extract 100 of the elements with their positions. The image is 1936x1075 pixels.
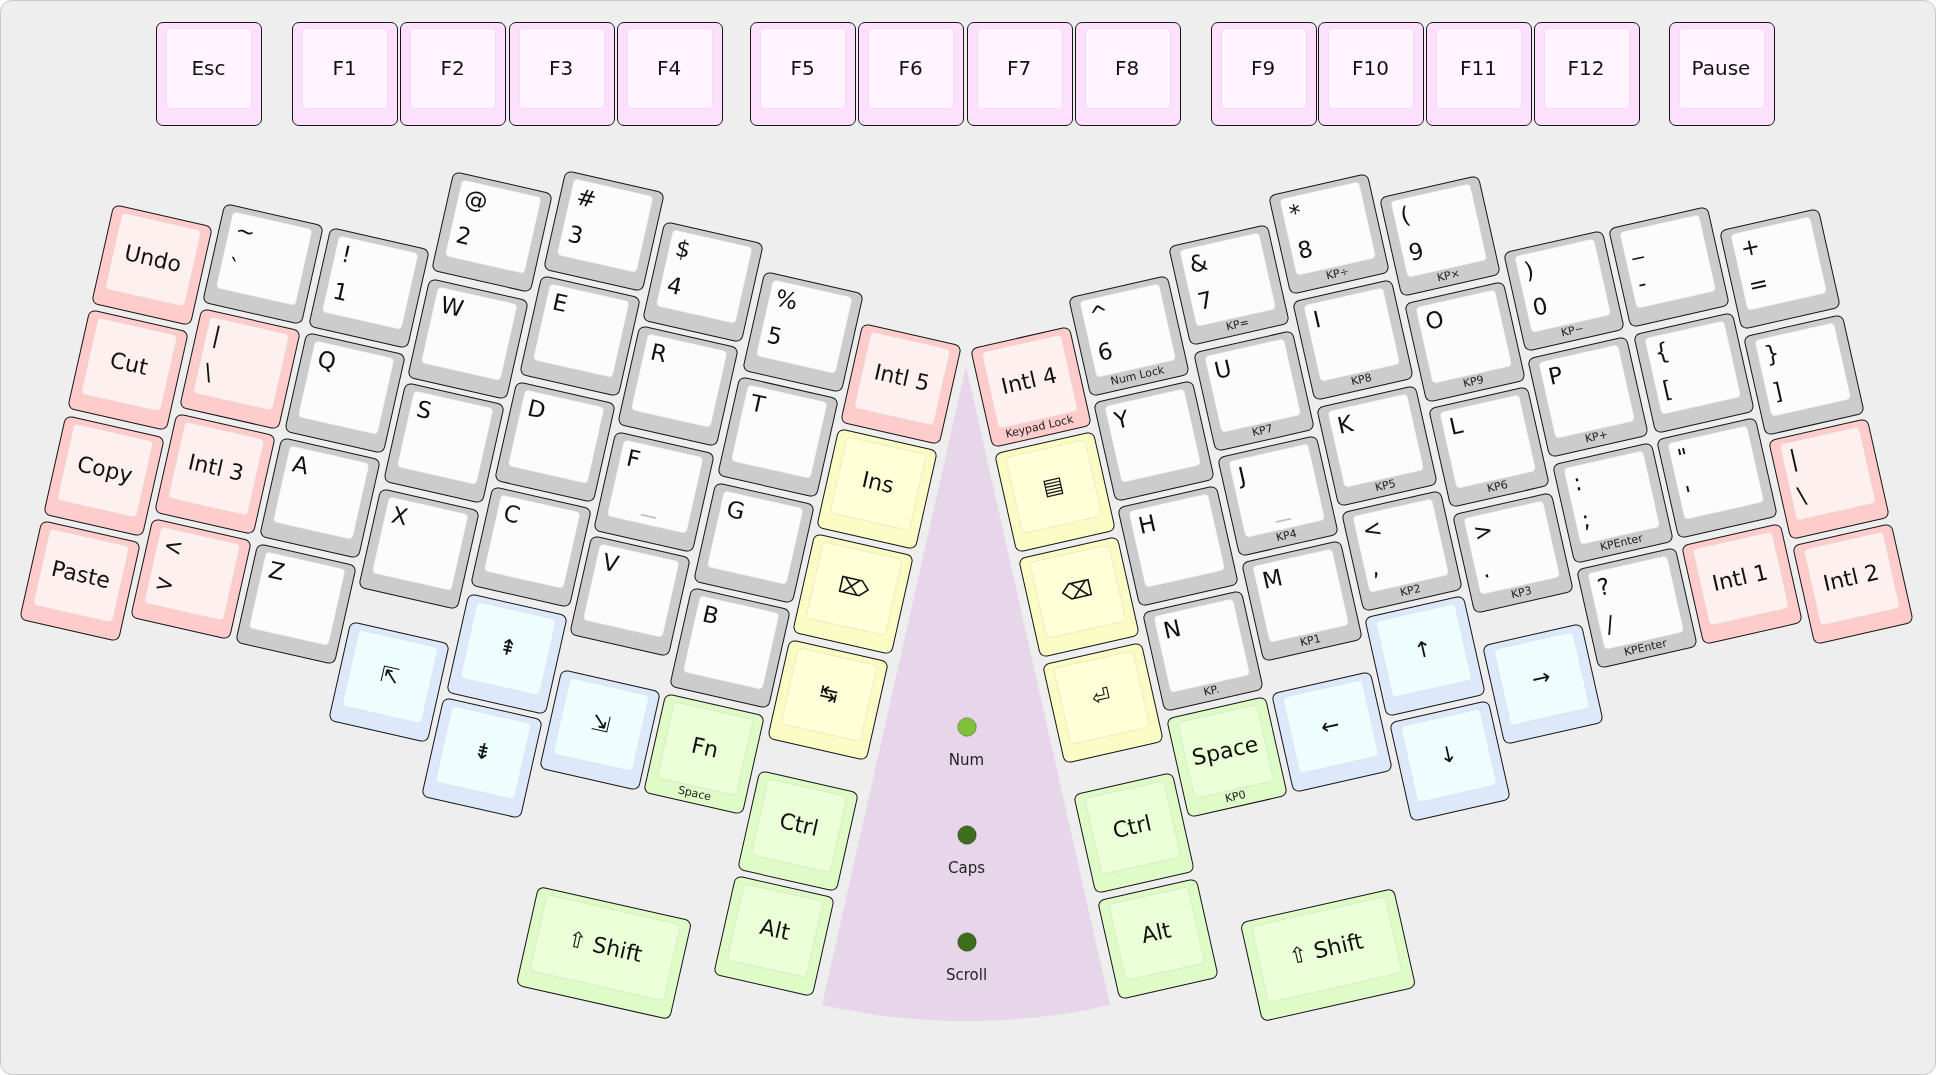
- key-legend: *: [1287, 201, 1304, 227]
- key-legend: →: [1529, 665, 1553, 691]
- key-legend: Ctrl: [1110, 812, 1154, 843]
- key-legend: F9: [1250, 57, 1276, 78]
- key-legend: ⇞: [496, 634, 519, 661]
- indicator-label: Scroll: [945, 968, 988, 983]
- key-legend: >: [1471, 517, 1496, 545]
- key-legend: Space: [1190, 733, 1261, 770]
- key-legend: ⌫: [1059, 576, 1096, 606]
- key-legend: Esc: [191, 57, 226, 78]
- keycap: [1167, 223, 1290, 346]
- key-legend: F10: [1352, 57, 1389, 78]
- keycap: [1074, 21, 1181, 126]
- front-legend: KP5: [1374, 477, 1398, 493]
- key-legend: F5: [790, 57, 815, 78]
- key-legend: ⇲: [588, 710, 612, 737]
- key-legend: .: [1479, 557, 1492, 582]
- key-legend: <: [161, 533, 185, 561]
- key-legend: ,: [1368, 556, 1382, 581]
- key-legend: F11: [1460, 57, 1497, 78]
- key-legend: {: [1651, 339, 1672, 366]
- key-legend: (: [1397, 203, 1412, 228]
- keycap: [358, 487, 481, 610]
- key-legend: Intl 4: [999, 364, 1059, 399]
- key-legend: |: [1786, 446, 1800, 471]
- front-legend: KP0: [1224, 788, 1248, 804]
- key-legend: ⇱: [377, 662, 401, 689]
- key-legend: F4: [656, 57, 682, 78]
- key-legend: 1: [331, 279, 351, 305]
- key-legend: F6: [898, 57, 923, 78]
- keycap: [1668, 21, 1775, 126]
- key-legend: %: [772, 286, 800, 314]
- key-legend: F12: [1567, 57, 1605, 78]
- key-legend: $: [673, 236, 693, 262]
- key-legend: ^: [1087, 301, 1112, 328]
- keycap: [966, 21, 1073, 126]
- key-legend: F7: [1006, 57, 1032, 78]
- indicator-label: Num: [948, 753, 985, 768]
- key-legend: F: [624, 446, 643, 473]
- key-legend: ↑: [1411, 637, 1435, 663]
- key-legend: W: [437, 293, 466, 321]
- front-legend: KPEnter: [1622, 636, 1668, 657]
- key-legend: \: [1795, 483, 1808, 509]
- key-legend: Ctrl: [777, 810, 821, 841]
- key-legend: \: [201, 360, 215, 385]
- key-legend: G: [723, 497, 747, 524]
- key-legend: :: [1570, 470, 1584, 495]
- key-legend: Cut: [108, 349, 151, 380]
- key-legend: <: [1360, 516, 1385, 544]
- front-legend: KP1: [1299, 632, 1322, 648]
- key-legend: Y: [1112, 407, 1132, 433]
- front-legend: KP÷: [1324, 265, 1350, 282]
- key-legend: K: [1335, 412, 1356, 438]
- key-legend: D: [525, 396, 548, 423]
- keycap: [616, 21, 723, 126]
- key-legend: /: [1603, 612, 1617, 637]
- key-legend: [: [1660, 377, 1675, 403]
- key-legend: S: [414, 397, 434, 424]
- key-legend: N: [1161, 616, 1183, 644]
- key-legend: 7: [1195, 288, 1215, 314]
- keycap: [1533, 21, 1640, 126]
- front-legend: KP4: [1274, 527, 1298, 543]
- key-legend: &: [1186, 250, 1210, 277]
- key-legend: U: [1211, 356, 1234, 383]
- key-legend: A: [290, 452, 311, 479]
- front-legend: KP8: [1349, 371, 1373, 388]
- key-legend: ⏎: [1089, 684, 1113, 710]
- keycap: [156, 21, 262, 126]
- key-legend: +: [1737, 234, 1762, 262]
- key-legend: Alt: [757, 916, 792, 945]
- key-legend: Fn: [689, 734, 721, 762]
- keycap: [858, 21, 964, 126]
- key-legend: ': [1683, 483, 1695, 508]
- key-legend: B: [700, 602, 721, 629]
- key-legend: T: [748, 391, 768, 418]
- key-legend: Paste: [49, 557, 113, 593]
- front-legend: Space: [677, 784, 713, 803]
- keycap: [292, 21, 398, 126]
- keycap: [508, 21, 615, 126]
- key-legend: ;: [1579, 507, 1592, 532]
- key-legend: 2: [454, 223, 474, 250]
- front-legend: KP×: [1435, 266, 1461, 283]
- front-legend: KP=: [1224, 316, 1250, 332]
- key-legend: Intl 2: [1821, 561, 1881, 596]
- key-legend: Q: [314, 347, 338, 374]
- key-legend: F2: [440, 57, 465, 78]
- key-legend: C: [501, 501, 522, 528]
- keycap: [445, 592, 568, 715]
- key-legend: L: [1447, 413, 1465, 439]
- key-legend: 6: [1095, 339, 1116, 365]
- key-legend: #: [574, 185, 599, 213]
- key-legend: ": [1674, 445, 1691, 471]
- key-legend: Alt: [1139, 918, 1173, 947]
- front-legend: Num Lock: [1109, 363, 1166, 387]
- key-legend: J: [1236, 463, 1248, 488]
- key-legend: -: [1635, 271, 1649, 296]
- key-legend: R: [648, 340, 670, 367]
- key-legend: O: [1422, 307, 1446, 334]
- key-legend: 0: [1530, 294, 1550, 321]
- key-legend: 3: [566, 222, 586, 249]
